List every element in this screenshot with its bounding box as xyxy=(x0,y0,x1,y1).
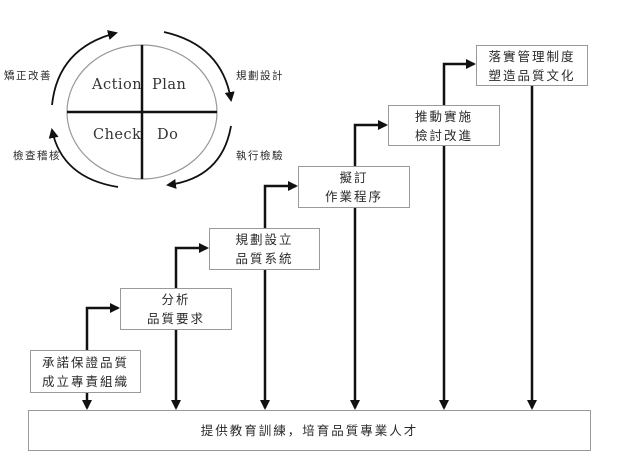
cycle-label-execute-verify: 執行檢驗 xyxy=(236,150,284,162)
step-5-line1: 推動實施 xyxy=(414,108,473,124)
step-connector-1-2 xyxy=(85,303,120,350)
cycle-arrow-bottom-left xyxy=(48,128,119,188)
cycle-arrow-top-right xyxy=(163,31,235,102)
step-6-line2: 塑造品質文化 xyxy=(488,67,576,83)
step-4-line2: 作業程序 xyxy=(324,189,383,204)
step-3-line1: 規劃設立 xyxy=(235,232,294,247)
step-box-analyze-requirements: 分析 品質要求 xyxy=(120,288,232,330)
step-6-line1: 落實管理制度 xyxy=(488,48,576,64)
step-box-implement-review: 推動實施 檢討改進 xyxy=(388,105,500,146)
quadrant-plan: Plan xyxy=(152,77,187,93)
step-connector-4-5 xyxy=(353,120,388,166)
step-1-line2: 成立專責組織 xyxy=(41,373,129,389)
quadrant-do: Do xyxy=(157,127,179,143)
cycle-arrow-top-left xyxy=(51,30,118,106)
quadrant-action: Action xyxy=(92,77,143,93)
step-2-line2: 品質要求 xyxy=(146,311,205,326)
cycle-label-correct-improve: 矯正改善 xyxy=(4,70,52,82)
cycle-label-plan-design: 規劃設計 xyxy=(236,70,284,82)
step-3-line2: 品質系統 xyxy=(235,251,294,266)
foundation-bar: 提供教育訓練，培育品質專業人才 xyxy=(28,410,591,451)
step-box-commit-organize: 承諾保證品質 成立專責組織 xyxy=(30,350,141,393)
step-connector-3-4 xyxy=(263,181,298,228)
cycle-label-inspect-audit: 檢查稽核 xyxy=(13,150,61,162)
step-2-line1: 分析 xyxy=(161,292,191,307)
step-box-quality-culture: 落實管理制度 塑造品質文化 xyxy=(476,45,588,86)
step-box-plan-quality-system: 規劃設立 品質系統 xyxy=(209,228,320,270)
step-connector-2-3 xyxy=(174,243,209,288)
step-box-define-procedures: 擬訂 作業程序 xyxy=(298,166,410,208)
step-5-line2: 檢討改進 xyxy=(414,127,473,143)
foundation-text: 提供教育訓練，培育品質專業人才 xyxy=(200,423,419,438)
quadrant-check: Check xyxy=(93,127,142,143)
step-connector-5-6 xyxy=(442,59,476,105)
step-4-line1: 擬訂 xyxy=(339,170,369,185)
step-1-line1: 承諾保證品質 xyxy=(41,354,129,370)
cycle-arrow-bottom-right xyxy=(166,125,232,189)
